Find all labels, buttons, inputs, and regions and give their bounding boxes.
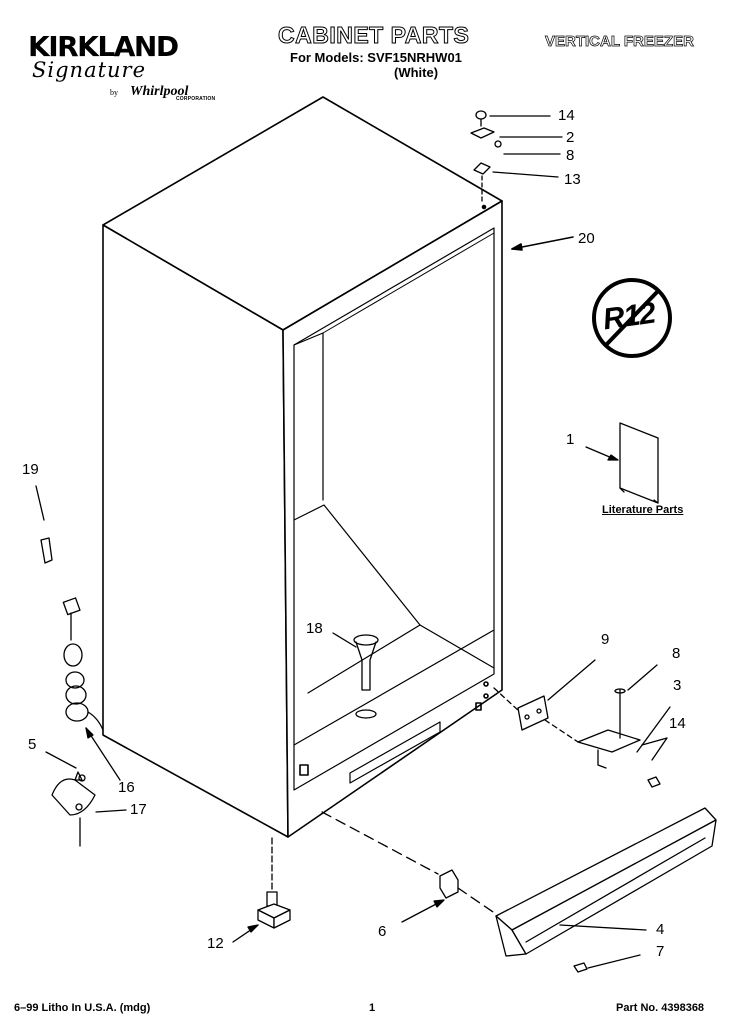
callout-18: 18	[306, 620, 323, 637]
footer-part-number: Part No. 4398368	[616, 1002, 705, 1014]
callout-20: 20	[578, 230, 595, 247]
bottom-hinge-parts	[493, 659, 671, 788]
callout-14-bottom: 14	[669, 715, 686, 732]
model-numbers: For Models: SVF15NRHW01	[290, 50, 462, 65]
callout-17: 17	[130, 801, 147, 818]
callout-3: 3	[673, 677, 682, 694]
brand-by: by	[110, 88, 118, 97]
callout-8-top: 8	[566, 147, 575, 164]
callout-13: 13	[564, 171, 581, 188]
callout-9: 9	[601, 631, 610, 648]
callout-14-top: 14	[558, 107, 575, 124]
footer-page-number: 1	[369, 1002, 376, 1014]
brand-logo-text: KIRKLAND	[28, 30, 179, 63]
cabinet-shell	[102, 96, 503, 838]
top-hinge-parts	[470, 110, 563, 203]
power-cord	[62, 597, 121, 781]
no-r12-symbol	[592, 278, 672, 358]
callout-8-bottom: 8	[672, 645, 681, 662]
callout-16: 16	[118, 779, 135, 796]
callout-1: 1	[566, 431, 575, 448]
footer-litho: 6–99 Litho In U.S.A. (mdg)	[14, 1002, 151, 1014]
literature-booklet	[585, 422, 659, 504]
literature-caption: Literature Parts	[602, 504, 684, 516]
callout-5: 5	[28, 736, 37, 753]
toe-grille-parts	[321, 807, 717, 973]
manufacturer-logo: Whirlpool	[130, 84, 189, 99]
callout-4: 4	[656, 921, 665, 938]
clamp-parts	[45, 751, 127, 847]
callout-19: 19	[22, 461, 39, 478]
r12-label: R12	[600, 296, 658, 337]
callout-7: 7	[656, 943, 665, 960]
clip-19	[35, 485, 53, 564]
callout-6: 6	[378, 923, 387, 940]
model-color: (White)	[394, 65, 439, 80]
brand-signature: Signature	[32, 58, 147, 82]
leveling-leg	[232, 837, 291, 943]
page-title: CABINET PARTS	[277, 22, 470, 49]
callout-2: 2	[566, 129, 575, 146]
page-subtitle: VERTICAL FREEZER	[545, 33, 695, 51]
drain-tube	[332, 632, 379, 719]
manufacturer-sub: CORPORATION	[176, 96, 216, 102]
callout-12: 12	[207, 935, 224, 952]
